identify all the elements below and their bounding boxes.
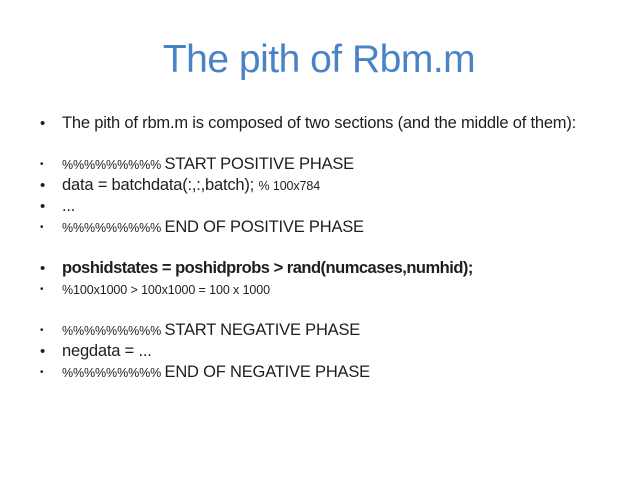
bullet-item: •%%%%%%%%% START POSITIVE PHASE <box>0 154 638 175</box>
bullet-text-segment: END OF NEGATIVE PHASE <box>164 363 371 381</box>
bullet-text-segment: data = batchdata(:,:,batch); <box>62 176 259 194</box>
bullet-marker: • <box>40 260 46 277</box>
bullet-item: •%%%%%%%%% END OF POSITIVE PHASE <box>0 217 638 238</box>
bullet-item: • data = batchdata(:,:,batch); % 100x784 <box>0 175 638 196</box>
bullet-marker: • <box>40 284 44 295</box>
bullet-marker: • <box>40 325 44 336</box>
bullet-text-segment: % 100x784 <box>258 179 321 193</box>
bullet-marker: • <box>40 159 44 170</box>
bullet-marker: • <box>40 367 44 378</box>
bullet-text-segment: ... <box>62 197 76 215</box>
bullet-text-segment: %%%%%%%%% <box>62 221 165 235</box>
bullet-text-segment: negdata = ... <box>62 342 152 360</box>
bullet-text-segment: %%%%%%%%% <box>62 324 165 338</box>
bullet-marker: • <box>40 222 44 233</box>
bullet-marker: • <box>40 177 46 194</box>
bullet-text-segment: %%%%%%%%% <box>62 158 165 172</box>
bullet-item: • The pith of rbm.m is composed of two se… <box>0 113 638 134</box>
bullet-text-segment: %100x1000 > 100x1000 = 100 x 1000 <box>62 283 270 297</box>
bullet-item: • %100x1000 > 100x1000 = 100 x 1000 <box>0 279 638 300</box>
bullet-item: • negdata = ... <box>0 341 638 362</box>
bullet-text-segment: %%%%%%%%% <box>62 366 165 380</box>
slide-title: The pith of Rbm.m <box>162 38 476 81</box>
bullet-item: •... <box>0 196 638 217</box>
bullet-text-segment: START POSITIVE PHASE <box>164 155 355 173</box>
bullet-item: •%%%%%%%%% END OF NEGATIVE PHASE <box>0 362 638 383</box>
bullet-marker: • <box>40 198 46 215</box>
bullet-text-segment: START NEGATIVE PHASE <box>164 321 361 339</box>
bullet-text-segment: The pith of rbm.m is composed of two sec… <box>62 114 577 132</box>
bullet-text-segment: poshidstates = poshidprobs > rand(numcas… <box>62 259 473 277</box>
bullet-item: • poshidstates = poshidprobs > rand(numca… <box>0 258 638 279</box>
bullet-marker: • <box>40 115 46 132</box>
bullet-text-segment: END OF POSITIVE PHASE <box>164 218 365 236</box>
bullet-item: •%%%%%%%%% START NEGATIVE PHASE <box>0 320 638 341</box>
bullet-marker: • <box>40 343 46 360</box>
bullet-list: • The pith of rbm.m is composed of two se… <box>0 113 638 383</box>
